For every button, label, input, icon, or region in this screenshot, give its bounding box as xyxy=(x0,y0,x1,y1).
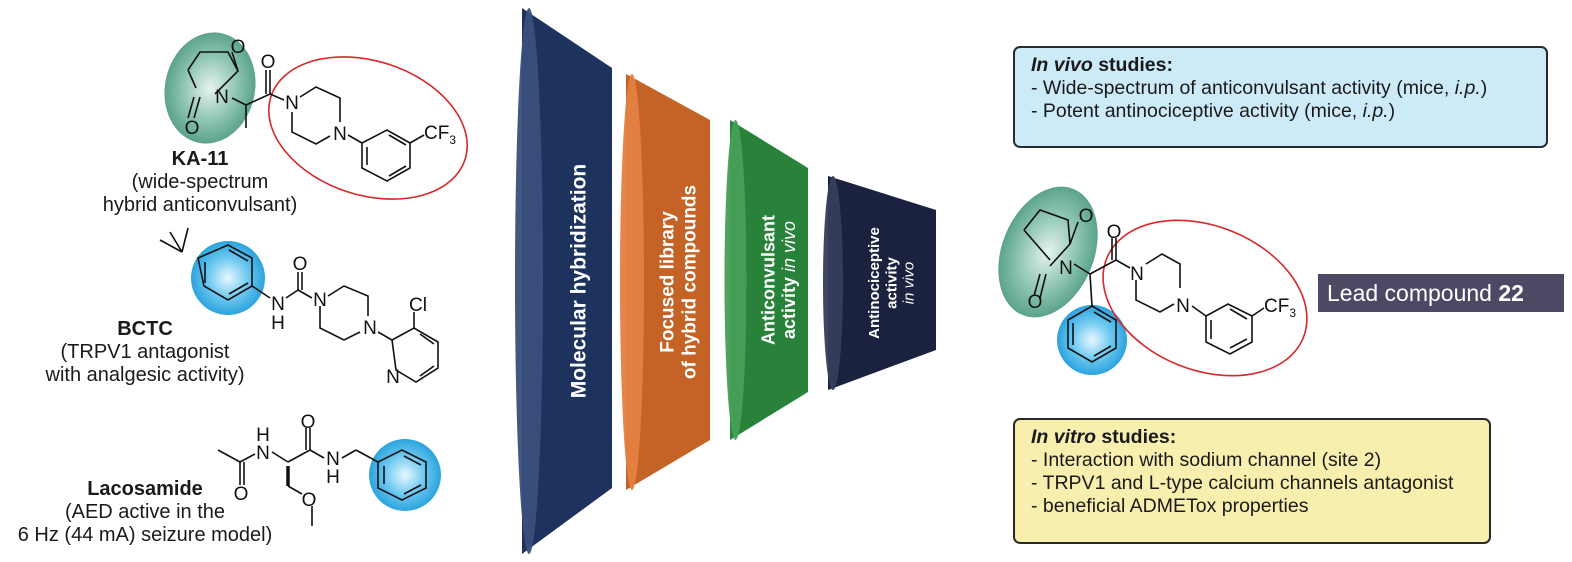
compound-name: BCTC xyxy=(117,318,173,340)
bctc-structure: O N H N N N Cl xyxy=(159,227,439,388)
box-title: In vitro studies: xyxy=(1031,426,1177,448)
reference-compounds-panel: O O O N N N CF3 xyxy=(159,32,468,526)
compound-description: (TRPV1 antagonist xyxy=(60,341,230,363)
funnel-stage-label-line: Focused library xyxy=(658,211,679,353)
ka11-structure: O O O N N N CF3 xyxy=(164,32,468,200)
hydrogen-label: H xyxy=(326,467,340,488)
nitrogen-label: N xyxy=(1176,296,1190,317)
lead-compound-structure: O O O N N N CF3 xyxy=(998,186,1308,377)
funnel-stage-rim-highlight xyxy=(620,74,644,490)
funnel-stage-shade xyxy=(828,176,936,390)
nitrogen-label: N xyxy=(271,294,285,315)
oxygen-label: O xyxy=(1107,222,1122,243)
box-item: - Interaction with sodium channel (site … xyxy=(1031,449,1382,471)
funnel-stage: Molecular hybridization xyxy=(515,8,612,554)
oxygen-label: O xyxy=(185,118,200,139)
compound-description: (wide-spectrum xyxy=(131,171,269,193)
succinimide-highlight xyxy=(998,186,1098,318)
funnel-stage-shade xyxy=(522,8,612,554)
funnel-stage: Focused libraryof hybrid compounds xyxy=(620,74,710,490)
funnel-stage-label-line: Antinociceptive xyxy=(866,227,883,339)
box-item: - beneficial ADMETox properties xyxy=(1031,495,1309,517)
funnel-stage-label: Antinociceptiveactivityin vivo xyxy=(866,227,918,339)
cf3-label: CF3 xyxy=(1264,296,1296,320)
box-item: - Potent antinociceptive activity (mice,… xyxy=(1031,100,1396,122)
funnel-stage-rim xyxy=(620,74,644,490)
oxygen-label: O xyxy=(301,412,316,433)
nitrogen-label: N xyxy=(313,290,327,311)
chlorine-label: Cl xyxy=(409,295,427,316)
hydrogen-label: H xyxy=(256,425,270,446)
funnel-stage-body xyxy=(730,120,808,440)
box-item: - Wide-spectrum of anticonvulsant activi… xyxy=(1031,77,1488,99)
nitrogen-label: N xyxy=(215,87,229,108)
arylpiperazine-highlight xyxy=(1102,219,1308,377)
compound-description: hybrid anticonvulsant) xyxy=(102,194,298,216)
nitrogen-label: N xyxy=(326,449,340,470)
phenyl-highlight xyxy=(1057,305,1127,375)
funnel-stage-label: Molecular hybridization xyxy=(567,164,590,399)
nitrogen-label: N xyxy=(363,318,377,339)
funnel-stage-rim xyxy=(724,120,747,440)
oxygen-label: O xyxy=(231,37,246,58)
in-vitro-studies-box: In vitro studies: - Interaction with sod… xyxy=(1013,418,1491,544)
screening-funnel: Molecular hybridization Focused libraryof… xyxy=(515,8,936,554)
nitrogen-label: N xyxy=(386,367,400,388)
oxygen-label: O xyxy=(234,484,249,505)
compound-description: (AED active in the xyxy=(64,501,226,523)
funnel-stage-rim-highlight xyxy=(823,176,843,390)
succinimide-highlight xyxy=(164,32,256,144)
funnel-stage-rim xyxy=(823,176,843,390)
oxygen-label: O xyxy=(302,490,317,511)
funnel-stage-rim-highlight xyxy=(515,8,543,554)
funnel-stage-rim-highlight xyxy=(724,120,747,440)
nitrogen-label: N xyxy=(333,124,347,145)
funnel-stage-rim xyxy=(515,8,543,554)
funnel-stage-label: Anticonvulsantactivity in vivo xyxy=(758,215,799,345)
lead-compound-label: Lead compound 22 xyxy=(1318,274,1564,312)
nitrogen-label: N xyxy=(1059,258,1073,279)
compound-description: 6 Hz (44 mA) seizure model) xyxy=(17,524,273,546)
bctc-caption: BCTC (TRPV1 antagonist with analgesic ac… xyxy=(20,318,270,387)
funnel-stage-label-line: of hybrid compounds xyxy=(680,185,701,379)
oxygen-label: O xyxy=(261,52,276,73)
lacosamide-structure: O O O H N N H xyxy=(217,412,441,526)
nitrogen-label: N xyxy=(256,443,270,464)
lacosamide-caption: Lacosamide (AED active in the 6 Hz (44 m… xyxy=(0,478,290,547)
arylpiperazine-highlight xyxy=(268,56,468,200)
funnel-stage-label-line: Molecular hybridization xyxy=(567,164,590,399)
ka11-caption: KA-11 (wide-spectrum hybrid anticonvulsa… xyxy=(75,148,325,217)
funnel-stage-label: Focused libraryof hybrid compounds xyxy=(658,185,701,379)
oxygen-label: O xyxy=(1028,292,1043,313)
cf3-label: CF3 xyxy=(424,123,456,147)
funnel-stage-body xyxy=(626,74,710,490)
box-item: - TRPV1 and L-type calcium channels anta… xyxy=(1031,472,1454,494)
oxygen-label: O xyxy=(293,254,308,275)
funnel-stage-body xyxy=(828,176,936,390)
funnel-stage-label-line: activity xyxy=(883,256,900,308)
funnel-stage-label-line: Anticonvulsant xyxy=(758,215,778,345)
nitrogen-label: N xyxy=(1130,264,1144,285)
funnel-stage-label-line: activity in vivo xyxy=(779,221,799,339)
funnel-stage-shade xyxy=(730,120,808,440)
nitrogen-label: N xyxy=(285,93,299,114)
oxygen-label: O xyxy=(1079,206,1094,227)
phenyl-highlight xyxy=(369,439,441,511)
funnel-stage-shade xyxy=(626,74,710,490)
compound-name: KA-11 xyxy=(171,148,229,170)
funnel-stage: Anticonvulsantactivity in vivo xyxy=(724,120,808,440)
compound-name: Lacosamide xyxy=(87,478,203,500)
box-title: In vivo studies: xyxy=(1031,54,1173,76)
funnel-stage-label-line: in vivo xyxy=(901,262,918,305)
funnel-stage: Antinociceptiveactivityin vivo xyxy=(823,176,936,390)
in-vivo-studies-box: In vivo studies: - Wide-spectrum of anti… xyxy=(1013,46,1548,148)
funnel-stage-body xyxy=(522,8,612,554)
compound-description: with analgesic activity) xyxy=(45,364,245,386)
hydrogen-label: H xyxy=(271,313,285,334)
